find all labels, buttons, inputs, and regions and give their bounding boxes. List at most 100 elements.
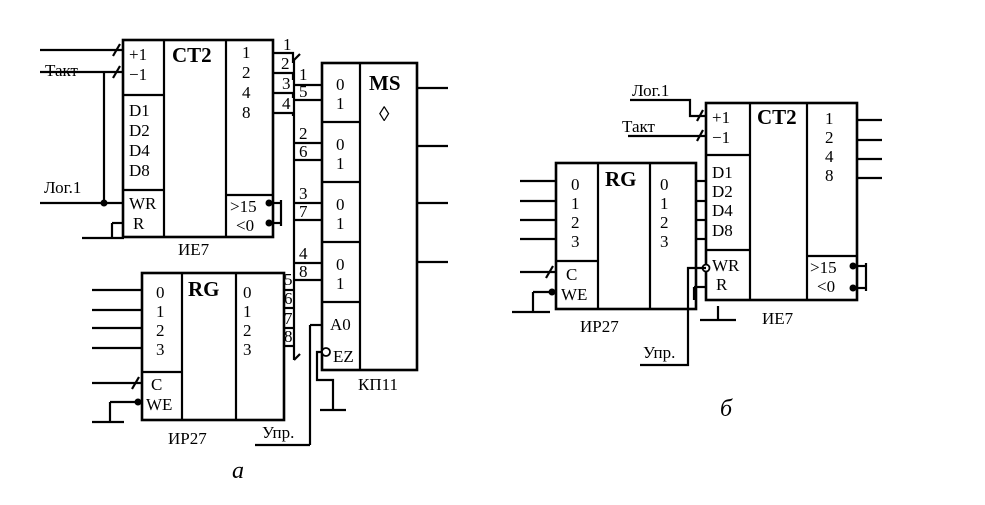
pin-label: −1	[712, 128, 730, 147]
pin-label: WE	[561, 285, 587, 304]
pin-label: D1	[129, 101, 150, 120]
bus-number: 8	[299, 262, 308, 281]
chip-title: MS	[369, 71, 401, 95]
multiplexer-chip-kp11: MS ◊ 0 1 0 1 0 1 0 1 A0 EZ КП11	[320, 61, 419, 394]
ie7-a-input-wires	[40, 43, 283, 240]
pin-label: 1	[242, 43, 251, 62]
chip-symbol: ◊	[379, 102, 390, 126]
chip-title: RG	[188, 277, 220, 301]
bus-number: 6	[299, 142, 308, 161]
bus-to-mux-wires	[294, 83, 322, 282]
pin-label: +1	[712, 108, 730, 127]
pin-label: >15	[810, 258, 837, 277]
pin-label: 0	[660, 175, 669, 194]
counter-chip-ie7-a: CT2 +1 −1 D1 D2 D4 D8 WR R 1 2 4 8 >15 <…	[121, 38, 275, 259]
ir27-b-wires	[512, 179, 706, 314]
pin-label: 3	[156, 340, 165, 359]
bus-number: 5	[299, 82, 308, 101]
chip-name: ИР27	[168, 429, 207, 448]
bus-number: 4	[282, 94, 291, 113]
pin-label: 2	[571, 213, 580, 232]
pin-label: 2	[242, 63, 251, 82]
clock-label: Такт	[45, 61, 79, 80]
pin-label: D1	[712, 163, 733, 182]
bus-number: 2	[281, 54, 290, 73]
pin-label: 1	[336, 214, 345, 233]
pin-label: 0	[336, 135, 345, 154]
pin-label: 2	[660, 213, 669, 232]
pin-label: D2	[712, 182, 733, 201]
pin-label: 0	[571, 175, 580, 194]
bus-number: 7	[284, 309, 293, 328]
bus-number: 1	[299, 65, 308, 84]
pin-label: 3	[243, 340, 252, 359]
pin-label: 3	[571, 232, 580, 251]
pin-label: 2	[825, 128, 834, 147]
pin-label: WR	[712, 256, 740, 275]
pin-label: 4	[825, 147, 834, 166]
bus-number: 4	[299, 244, 308, 263]
bus-number: 2	[299, 124, 308, 143]
register-chip-ir27-b: RG 0 1 2 3 C WE 0 1 2 3 ИР27	[554, 161, 698, 336]
pin-label: 1	[336, 274, 345, 293]
logic1-label: Лог.1	[44, 178, 81, 197]
pin-label: 1	[571, 194, 580, 213]
pin-label: 1	[156, 302, 165, 321]
counter-chip-ie7-b: CT2 +1 −1 D1 D2 D4 D8 WR R 1 2 4 8 >15 <…	[704, 101, 859, 328]
mux-control-wires	[255, 323, 346, 447]
chip-name: ИЕ7	[762, 309, 794, 328]
pin-label: <0	[236, 216, 254, 235]
pin-label: 3	[660, 232, 669, 251]
chip-name: ИЕ7	[178, 240, 210, 259]
pin-label: 1	[243, 302, 252, 321]
chip-title: CT2	[172, 43, 212, 67]
pin-label: 2	[156, 321, 165, 340]
pin-label: EZ	[333, 347, 354, 366]
ir27-a-wires	[92, 288, 294, 424]
figure-caption: б	[720, 396, 733, 422]
bus-number: 5	[284, 270, 293, 289]
bus-number: 7	[299, 202, 308, 221]
pin-label: 1	[336, 94, 345, 113]
bus-number: 3	[299, 184, 308, 203]
pin-label: WE	[146, 395, 172, 414]
pin-label: D8	[129, 161, 150, 180]
bus-number: 1	[283, 35, 292, 54]
pin-label: 0	[243, 283, 252, 302]
pin-label: 0	[336, 75, 345, 94]
pin-label: WR	[129, 194, 157, 213]
pin-label: D4	[712, 201, 733, 220]
pin-label: A0	[330, 315, 351, 334]
pin-label: D8	[712, 221, 733, 240]
clock-label: Такт	[622, 117, 656, 136]
pin-label: 2	[243, 321, 252, 340]
pin-label: 8	[825, 166, 834, 185]
pin-label: R	[133, 214, 145, 233]
bus-number: 3	[282, 74, 291, 93]
bus-number: 8	[284, 327, 293, 346]
pin-label: 0	[336, 195, 345, 214]
figure-a: CT2 +1 −1 D1 D2 D4 D8 WR R 1 2 4 8 >15 <…	[40, 35, 448, 484]
pin-label: 4	[242, 83, 251, 102]
bus-number: 6	[284, 289, 293, 308]
pin-label: R	[716, 275, 728, 294]
pin-label: 0	[156, 283, 165, 302]
control-label: Упр.	[643, 343, 675, 362]
pin-label: >15	[230, 197, 257, 216]
logic1-label: Лог.1	[632, 81, 669, 100]
figure-b: CT2 +1 −1 D1 D2 D4 D8 WR R 1 2 4 8 >15 <…	[512, 81, 882, 422]
pin-label: <0	[817, 277, 835, 296]
pin-label: D2	[129, 121, 150, 140]
chip-title: RG	[605, 167, 637, 191]
pin-label: 1	[336, 154, 345, 173]
chip-name: КП11	[358, 375, 398, 394]
pin-label: 1	[660, 194, 669, 213]
pin-label: 8	[242, 103, 251, 122]
register-chip-ir27-a: RG 0 1 2 3 C WE 0 1 2 3 ИР27	[140, 271, 286, 448]
pin-label: 0	[336, 255, 345, 274]
chip-name: ИР27	[580, 317, 619, 336]
pin-label: −1	[129, 65, 147, 84]
pin-label: 1	[825, 109, 834, 128]
mux-output-wires	[417, 86, 448, 264]
